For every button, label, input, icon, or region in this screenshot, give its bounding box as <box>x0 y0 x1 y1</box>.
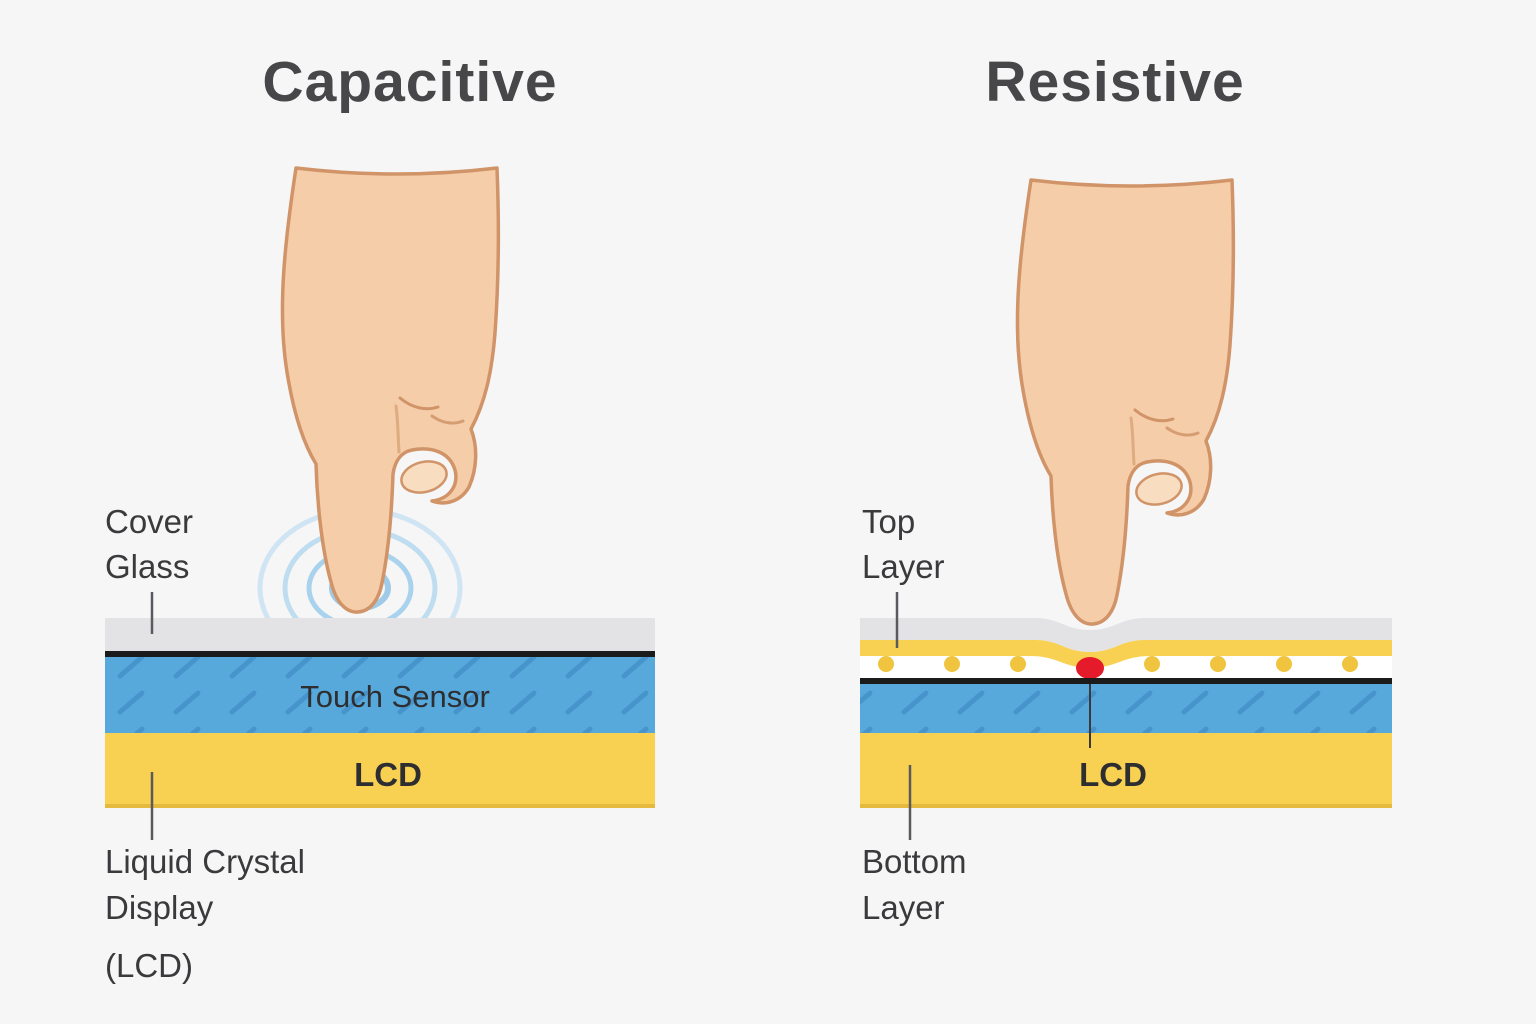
left-panel-title: Capacitive <box>262 50 557 114</box>
lcd-text-right: LCD <box>1079 756 1147 793</box>
resistive-layer-stack: LCD <box>860 618 1392 808</box>
top-glass-layer <box>860 618 1392 652</box>
bottom-layer-label-line1: Bottom <box>862 843 967 880</box>
capacitive-labels: Cover Glass Liquid Crystal Display (LCD) <box>105 503 305 984</box>
separator-line-right <box>860 678 1392 684</box>
cover-glass-layer <box>105 618 655 651</box>
touch-sensor-text: Touch Sensor <box>300 679 490 714</box>
lcd-full-label-line1: Liquid Crystal <box>105 843 305 880</box>
separator-line <box>105 651 655 657</box>
lcd-layer-right-edge <box>860 804 1392 808</box>
bottom-conductive-hatch <box>860 684 1392 733</box>
lcd-text-left: LCD <box>354 756 422 793</box>
lcd-layer <box>105 733 655 808</box>
cover-glass-label-line2: Glass <box>105 548 189 585</box>
lcd-full-label-line2: Display <box>105 889 214 926</box>
top-layer-label-line2: Layer <box>862 548 945 585</box>
cover-glass-label-line1: Cover <box>105 503 193 540</box>
spacer-dots <box>878 656 1358 672</box>
resistive-labels: Top Layer Bottom Layer <box>862 503 967 926</box>
lcd-layer-right <box>860 733 1392 808</box>
top-flexible-layer <box>860 640 1392 668</box>
lcd-layer-edge <box>105 804 655 808</box>
top-layer-label-line1: Top <box>862 503 915 540</box>
lcd-full-label-line3: (LCD) <box>105 947 193 984</box>
touch-sensor-hatch <box>105 657 655 733</box>
right-panel-title: Resistive <box>985 50 1244 114</box>
bottom-layer-label-line2: Layer <box>862 889 945 926</box>
capacitive-layer-stack: Touch Sensor LCD <box>105 618 655 808</box>
contact-point <box>1076 657 1104 679</box>
